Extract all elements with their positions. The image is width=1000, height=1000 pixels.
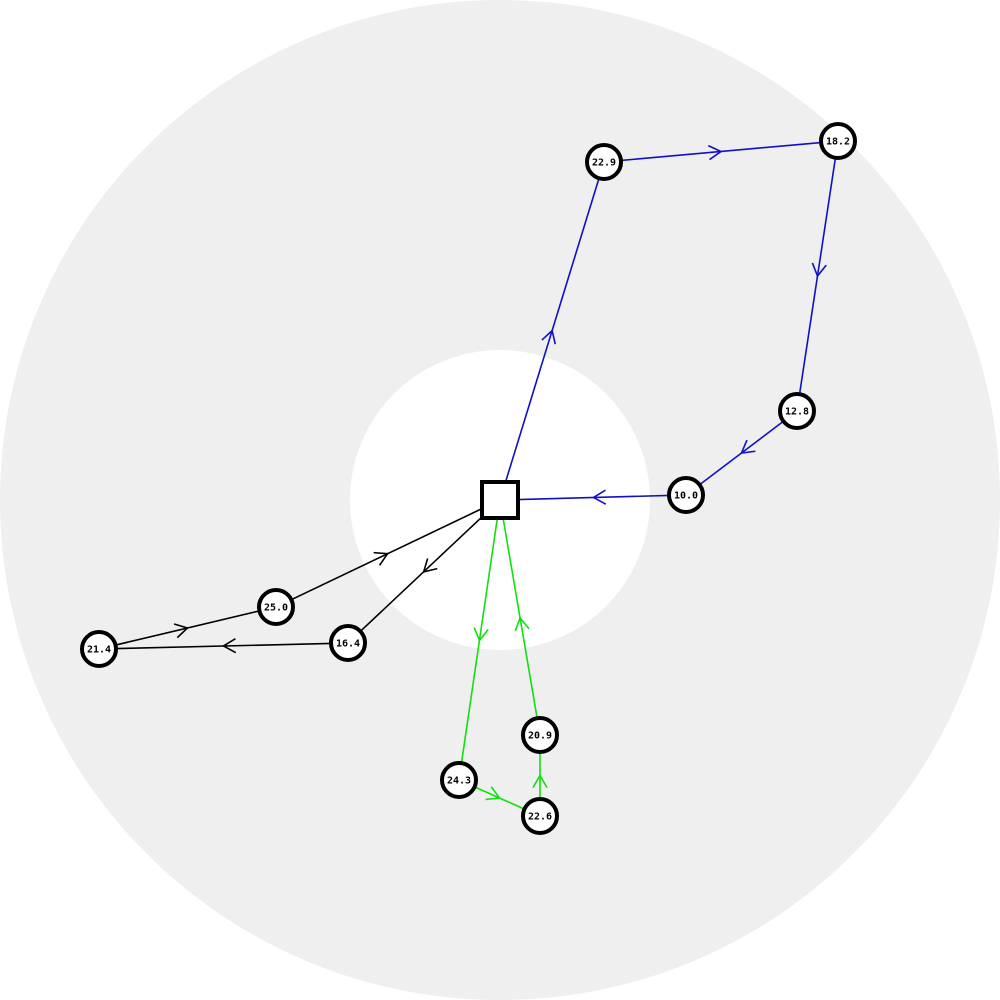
green-route-arrow-icon <box>532 773 548 789</box>
stop-node-label: 20.9 <box>528 731 552 742</box>
stop-node-blue-3[interactable]: 12.8 <box>778 392 816 430</box>
stop-node-circle <box>667 476 705 514</box>
stop-node-green-1[interactable]: 24.3 <box>440 761 478 799</box>
stop-node-black-2[interactable]: 21.4 <box>80 630 118 668</box>
stop-node-circle <box>585 143 623 181</box>
route-nodes: 22.9 18.2 12.8 10.0 16.4 21.4 25.0 24.3 22.6 20.9 <box>80 122 857 835</box>
stop-node-circle <box>329 624 367 662</box>
stop-node-blue-4[interactable]: 10.0 <box>667 476 705 514</box>
stop-node-label: 12.8 <box>785 407 809 418</box>
blue-route-arrow-icon <box>541 328 557 345</box>
stop-node-circle <box>257 588 295 626</box>
green-route-arrow-icon <box>514 616 530 632</box>
stop-node-label: 21.4 <box>87 645 111 656</box>
stop-node-label: 18.2 <box>826 137 850 148</box>
stop-node-circle <box>819 122 857 160</box>
blue-route-arrow-icon <box>707 144 723 161</box>
stop-node-black-3[interactable]: 25.0 <box>257 588 295 626</box>
stop-node-circle <box>521 797 559 835</box>
green-route-arrow-icon <box>485 786 501 801</box>
blue-route-arrow-icon <box>591 489 607 505</box>
stop-node-label: 22.6 <box>528 812 552 823</box>
stop-node-label: 24.3 <box>447 776 471 787</box>
stop-node-circle <box>778 392 816 430</box>
black-route-arrow-icon <box>221 638 237 654</box>
stop-node-green-3[interactable]: 20.9 <box>521 716 559 754</box>
stop-node-black-1[interactable]: 16.4 <box>329 624 367 662</box>
stop-node-green-2[interactable]: 22.6 <box>521 797 559 835</box>
stop-node-circle <box>80 630 118 668</box>
depot-square[interactable] <box>480 480 520 520</box>
stop-node-label: 22.9 <box>592 158 616 169</box>
black-route-arrow-icon <box>373 551 389 566</box>
black-route-arrow-icon <box>422 558 438 573</box>
green-route-arrow-icon <box>473 627 489 643</box>
stop-node-label: 16.4 <box>336 639 360 650</box>
stop-node-label: 10.0 <box>674 491 698 502</box>
blue-route-arrow-icon <box>740 439 756 454</box>
black-route-arrow-icon <box>173 623 190 639</box>
stop-node-circle <box>521 716 559 754</box>
blue-route-arrow-icon <box>811 262 827 278</box>
stop-node-label: 25.0 <box>264 603 288 614</box>
route-arrows <box>173 144 827 801</box>
stop-node-blue-2[interactable]: 18.2 <box>819 122 857 160</box>
stop-node-blue-1[interactable]: 22.9 <box>585 143 623 181</box>
stop-node-circle <box>440 761 478 799</box>
